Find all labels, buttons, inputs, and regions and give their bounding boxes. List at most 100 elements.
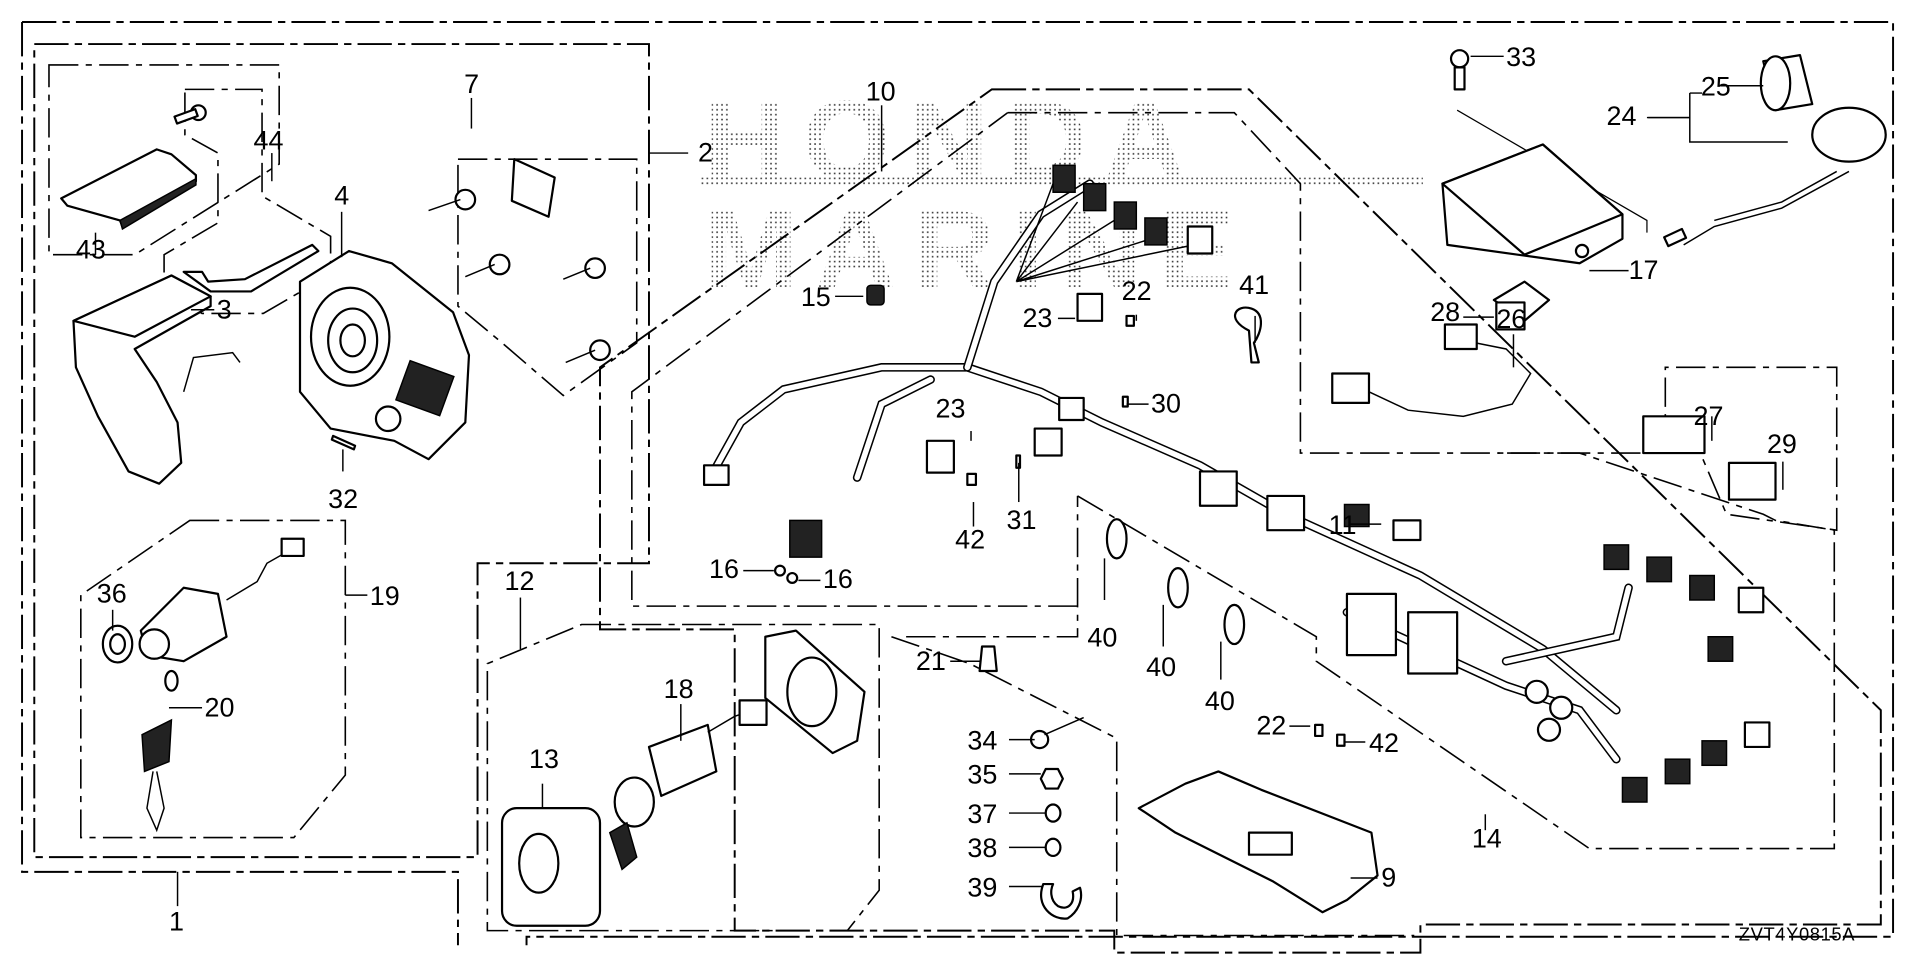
part-17-control-module bbox=[1441, 143, 1624, 265]
part-9-bracket bbox=[1137, 770, 1379, 914]
group-boundary-7 bbox=[457, 158, 638, 397]
part-4-box-cover bbox=[298, 249, 471, 461]
group-boundary-2 bbox=[33, 43, 650, 859]
callout-label-35: 35 bbox=[967, 760, 997, 790]
callout-label-37: 37 bbox=[967, 799, 997, 829]
callout-label-23: 23 bbox=[936, 394, 966, 424]
group-boundary-10-inner bbox=[631, 111, 1838, 607]
part-16-terminal-a bbox=[774, 564, 786, 577]
callout-label-4: 4 bbox=[334, 180, 349, 210]
part-35-nut bbox=[1039, 767, 1064, 790]
part-18-ignition bbox=[608, 699, 768, 871]
callout-label-26: 26 bbox=[1496, 304, 1526, 334]
callout-label-9: 9 bbox=[1381, 863, 1396, 893]
group-boundary-1 bbox=[21, 21, 1895, 946]
part-39-band bbox=[1040, 882, 1083, 920]
part-20-lanyard bbox=[141, 669, 179, 833]
group-boundary-10 bbox=[599, 88, 1882, 954]
connector-near-11 bbox=[1343, 503, 1370, 528]
connector-cluster-left bbox=[789, 519, 823, 558]
part-22-42-terminals bbox=[1314, 723, 1346, 747]
callout-label-21: 21 bbox=[916, 646, 946, 676]
callout-label-19: 19 bbox=[370, 581, 400, 611]
part-37-washer bbox=[1044, 803, 1062, 823]
callout-label-20: 20 bbox=[204, 692, 234, 722]
connector-block-2 bbox=[1407, 611, 1459, 675]
group-boundary-43 bbox=[48, 64, 280, 256]
part-43-cover bbox=[60, 148, 198, 231]
callout-label-40: 40 bbox=[1205, 686, 1235, 716]
part-33-bolt-icon bbox=[1449, 49, 1470, 91]
callout-label-12: 12 bbox=[504, 566, 534, 596]
callout-label-32: 32 bbox=[328, 484, 358, 514]
callout-label-16: 16 bbox=[709, 554, 739, 584]
callout-label-1: 1 bbox=[169, 907, 184, 937]
callout-label-29: 29 bbox=[1767, 429, 1797, 459]
part-28-cover bbox=[1492, 280, 1551, 331]
part-25-holder bbox=[1759, 54, 1814, 112]
part-23-connector-top bbox=[1076, 292, 1104, 322]
callout-label-3: 3 bbox=[217, 294, 232, 324]
callout-label-43: 43 bbox=[76, 234, 106, 264]
part-32-seal bbox=[330, 434, 357, 451]
callout-label-34: 34 bbox=[967, 725, 997, 755]
callout-label-2: 2 bbox=[698, 138, 713, 168]
part-7-screws bbox=[428, 158, 611, 364]
part-44-trim bbox=[182, 243, 320, 293]
callout-label-22: 22 bbox=[1122, 276, 1152, 306]
part-21-clip bbox=[978, 645, 998, 673]
part-29-cap bbox=[1727, 461, 1777, 501]
connector-near-31 bbox=[1033, 427, 1063, 457]
callout-label-13: 13 bbox=[529, 744, 559, 774]
callout-label-39: 39 bbox=[967, 872, 997, 902]
callout-label-24: 24 bbox=[1607, 101, 1637, 131]
callout-label-40: 40 bbox=[1146, 652, 1176, 682]
group-boundary-19 bbox=[80, 519, 347, 839]
part-30-seal bbox=[1121, 395, 1129, 408]
part-43-screw-icon bbox=[173, 104, 207, 125]
callout-label-14: 14 bbox=[1472, 823, 1502, 853]
callout-label-28: 28 bbox=[1430, 297, 1460, 327]
callout-label-44: 44 bbox=[253, 125, 283, 155]
callout-label-27: 27 bbox=[1693, 401, 1723, 431]
part-42-terminal-mid bbox=[966, 472, 978, 486]
group-boundary-14 bbox=[1077, 452, 1836, 850]
part-24-buzzer bbox=[1663, 106, 1887, 248]
group-boundary-17 bbox=[1456, 109, 1648, 233]
connector-block-1 bbox=[1345, 592, 1398, 657]
callout-label-38: 38 bbox=[967, 833, 997, 863]
figure-code: ZVT4Y0815A bbox=[1739, 923, 1855, 944]
part-41-clamp bbox=[1234, 306, 1263, 364]
group-boundary-9 bbox=[891, 495, 1415, 937]
callout-label-36: 36 bbox=[97, 578, 127, 608]
part-27-connector bbox=[1642, 415, 1706, 455]
callout-label-40: 40 bbox=[1087, 623, 1117, 653]
callout-label-42: 42 bbox=[1369, 728, 1399, 758]
group-boundary-44 bbox=[163, 88, 332, 315]
part-40-ties bbox=[1105, 518, 1246, 646]
part-36-nut bbox=[101, 624, 134, 664]
callout-label-42: 42 bbox=[955, 525, 985, 555]
connector-cluster-top bbox=[1052, 164, 1214, 255]
callout-label-16: 16 bbox=[823, 564, 853, 594]
part-10-harness bbox=[702, 164, 1621, 715]
callout-label-41: 41 bbox=[1239, 270, 1269, 300]
callout-label-10: 10 bbox=[866, 76, 896, 106]
watermark-line-2: MARINE bbox=[704, 187, 1251, 313]
part-26-sensor-lead bbox=[1331, 323, 1532, 418]
callout-label-7: 7 bbox=[464, 69, 479, 99]
callout-label-11: 11 bbox=[1329, 510, 1357, 540]
callout-label-33: 33 bbox=[1506, 42, 1536, 72]
part-22-terminal-top bbox=[1125, 314, 1135, 327]
part-12-plate bbox=[764, 629, 866, 755]
connector-near-30 bbox=[1058, 396, 1085, 422]
leader-lines bbox=[94, 55, 1784, 907]
callout-label-23: 23 bbox=[1022, 303, 1052, 333]
part-15-cap bbox=[866, 284, 885, 306]
part-19-switch bbox=[138, 537, 305, 663]
connector-left bbox=[702, 464, 730, 487]
part-3-lever bbox=[72, 274, 241, 485]
callout-label-17: 17 bbox=[1629, 255, 1659, 285]
